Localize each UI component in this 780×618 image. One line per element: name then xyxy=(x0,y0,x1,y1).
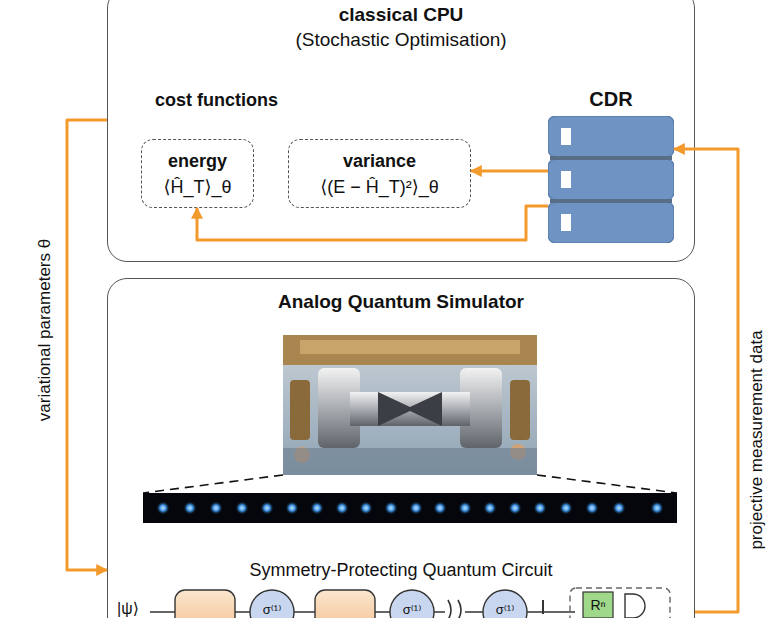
node-heading: energy xyxy=(168,148,227,174)
cost-function-box: variance⟨(E − Ĥ_T)²⟩_θ xyxy=(288,139,471,208)
data-flow-arrow xyxy=(471,170,548,173)
data-flow-arrow xyxy=(197,206,548,240)
zoom-lines xyxy=(143,475,677,493)
data-flow-arrow xyxy=(674,149,738,612)
database-wrapper xyxy=(548,116,674,247)
edge-label: variational parameters θ xyxy=(35,239,55,421)
node-heading: classical CPU xyxy=(339,2,464,27)
edge-label: projective measurement data xyxy=(747,330,767,549)
node-text: ⟨(E − Ĥ_T)²⟩_θ xyxy=(320,174,439,200)
cost-function-box: energy⟨Ĥ_T⟩_θ xyxy=(141,139,254,208)
gate-label: Rⁿ xyxy=(590,597,605,613)
database-icon xyxy=(548,116,674,243)
ion-chain xyxy=(143,493,677,523)
state-label: |ψ⟩ xyxy=(117,599,139,618)
gate-label: σ⁽¹⁾ xyxy=(496,602,515,617)
cpu-box: classical CPU(Stochastic Optimisation) en… xyxy=(107,0,695,262)
circuit-title: Symmetry-Protecting Quantum Circuit xyxy=(249,560,552,581)
quantum-circuit xyxy=(150,588,670,618)
gate-label: σ⁽¹⁾ xyxy=(263,602,282,617)
trap-photo xyxy=(283,335,537,475)
node-text: (Stochastic Optimisation) xyxy=(295,27,506,52)
node-heading: variance xyxy=(343,148,416,174)
database-stack: CDR xyxy=(548,87,674,243)
node-text: ⟨Ĥ_T⟩_θ xyxy=(163,174,231,200)
node-heading: CDR xyxy=(589,87,632,111)
group-heading: cost functions xyxy=(155,90,278,111)
data-flow-arrow xyxy=(67,120,107,570)
node-heading: Analog Quantum Simulator xyxy=(278,289,524,314)
gate-label: σ⁽¹⁾ xyxy=(403,602,422,617)
